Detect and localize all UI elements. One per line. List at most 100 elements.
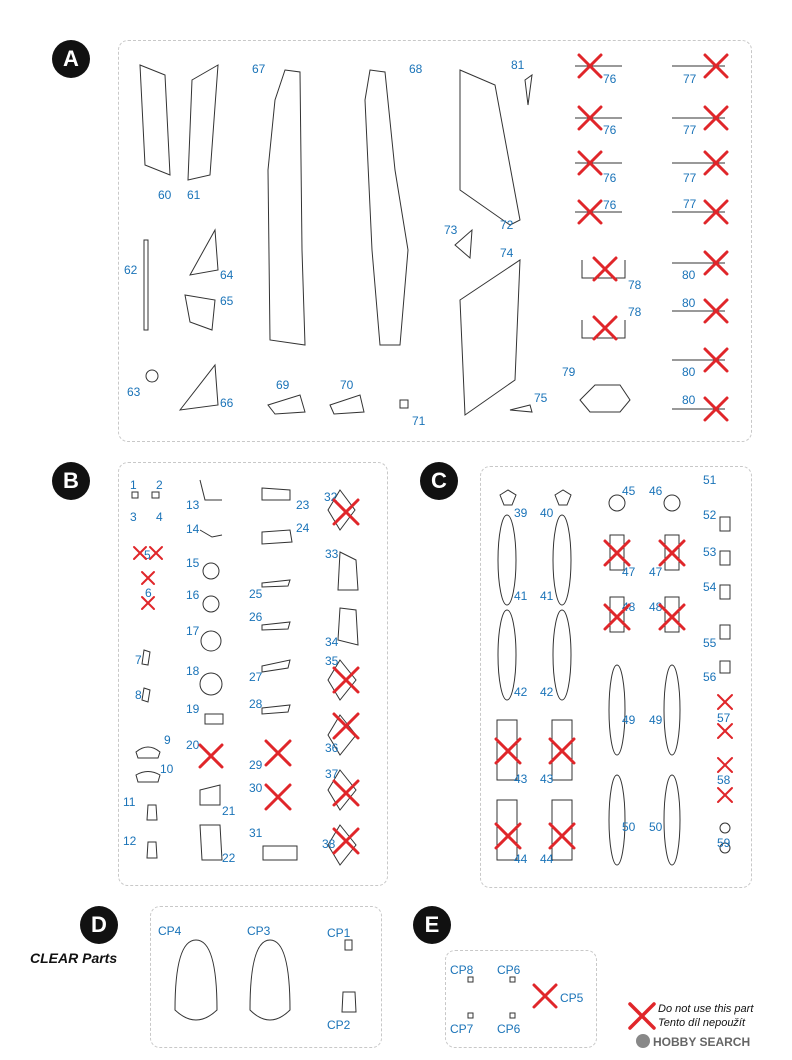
part-number: 20 xyxy=(186,738,200,752)
part-number: 48 xyxy=(649,600,663,614)
part-number: 68 xyxy=(409,62,423,76)
part-number: 3 xyxy=(130,510,137,524)
part-number: 34 xyxy=(325,635,339,649)
part-number: 31 xyxy=(249,826,263,840)
part-number: 77 xyxy=(683,197,697,211)
part-number: 9 xyxy=(164,733,171,747)
part-number: 30 xyxy=(249,781,263,795)
part-number: 16 xyxy=(186,588,200,602)
part-number: 26 xyxy=(249,610,263,624)
legend: Do not use this part Tento díl nepoužít xyxy=(628,1001,753,1029)
part-number: 70 xyxy=(340,378,354,392)
part-number: 60 xyxy=(158,188,172,202)
part-number: 6 xyxy=(145,586,152,600)
part-number: 63 xyxy=(127,385,141,399)
part-number: 48 xyxy=(622,600,636,614)
sprue-e-badge: E xyxy=(413,906,451,944)
part-number: 77 xyxy=(683,123,697,137)
part-number: CP2 xyxy=(327,1018,351,1032)
part-number: 41 xyxy=(540,589,554,603)
part-number: CP1 xyxy=(327,926,351,940)
part-number: 11 xyxy=(123,795,136,809)
part-number: 59 xyxy=(717,836,731,850)
watermark-text: HOBBY SEARCH xyxy=(653,1035,751,1049)
part-number: 78 xyxy=(628,305,642,319)
part-number: CP7 xyxy=(450,1022,474,1036)
part-number: 32 xyxy=(324,490,338,504)
part-number: 76 xyxy=(603,198,617,212)
legend-line-1: Do not use this part xyxy=(658,1003,754,1015)
part-number: 76 xyxy=(603,123,617,137)
part-number: 73 xyxy=(444,223,458,237)
part-number: 67 xyxy=(252,62,266,76)
part-number: 35 xyxy=(325,654,339,668)
part-number: CP8 xyxy=(450,963,474,977)
part-number: 56 xyxy=(703,670,717,684)
part-number: 39 xyxy=(514,506,528,520)
sprue-b-frame xyxy=(118,462,388,886)
part-number: 17 xyxy=(186,624,200,638)
part-number: CP5 xyxy=(560,991,584,1005)
sprue-a-badge: A xyxy=(52,40,90,78)
part-number: 55 xyxy=(703,636,717,650)
part-number: 51 xyxy=(703,473,717,487)
part-number: 13 xyxy=(186,498,200,512)
part-number: 71 xyxy=(412,414,426,428)
part-number: 28 xyxy=(249,697,263,711)
part-number: 22 xyxy=(222,851,236,865)
part-number: 77 xyxy=(683,72,697,86)
part-number: 36 xyxy=(325,741,339,755)
part-number: 81 xyxy=(511,58,525,72)
part-number: 4 xyxy=(156,510,163,524)
part-number: 21 xyxy=(222,804,236,818)
part-number: 42 xyxy=(540,685,554,699)
sprue-b-badge: B xyxy=(52,462,90,500)
part-number: 23 xyxy=(296,498,310,512)
part-number: 46 xyxy=(649,484,663,498)
sprue-d-badge: D xyxy=(80,906,118,944)
part-number: 49 xyxy=(622,713,636,727)
part-number: 80 xyxy=(682,268,696,282)
part-number: CP4 xyxy=(158,924,182,938)
part-number: 43 xyxy=(540,772,554,786)
sprue-e-frame xyxy=(445,950,597,1048)
part-number: 14 xyxy=(186,522,200,536)
sprue-a-frame xyxy=(118,40,752,442)
part-number: 58 xyxy=(717,773,731,787)
part-number: 19 xyxy=(186,702,200,716)
part-number: 64 xyxy=(220,268,234,282)
watermark: HOBBY SEARCH xyxy=(636,1034,750,1049)
part-number: 2 xyxy=(156,478,163,492)
part-number: 49 xyxy=(649,713,663,727)
part-number: 76 xyxy=(603,171,617,185)
part-number: 50 xyxy=(622,820,636,834)
part-number: 80 xyxy=(682,365,696,379)
part-number: 8 xyxy=(135,688,142,702)
sprue-d-frame xyxy=(150,906,382,1048)
part-number: 62 xyxy=(124,263,138,277)
sprue-c-badge: C xyxy=(420,462,458,500)
part-number: CP3 xyxy=(247,924,271,938)
part-number: 45 xyxy=(622,484,636,498)
part-number: 37 xyxy=(325,767,339,781)
part-number: 52 xyxy=(703,508,717,522)
part-number: 44 xyxy=(540,852,554,866)
hobby-search-logo xyxy=(636,1034,650,1048)
part-number: CP6 xyxy=(497,1022,521,1036)
part-number: 40 xyxy=(540,506,554,520)
part-number: 79 xyxy=(562,365,576,379)
part-number: 10 xyxy=(160,762,174,776)
part-number: 78 xyxy=(628,278,642,292)
part-number: 57 xyxy=(717,711,731,725)
sprue-c-frame xyxy=(480,466,752,888)
part-number: CP6 xyxy=(497,963,521,977)
part-number: 72 xyxy=(500,218,514,232)
part-number: 33 xyxy=(325,547,339,561)
part-number: 12 xyxy=(123,834,137,848)
part-number: 80 xyxy=(682,393,696,407)
part-number: 80 xyxy=(682,296,696,310)
part-number: 42 xyxy=(514,685,528,699)
part-number: 24 xyxy=(296,521,310,535)
part-number: 47 xyxy=(622,565,636,579)
